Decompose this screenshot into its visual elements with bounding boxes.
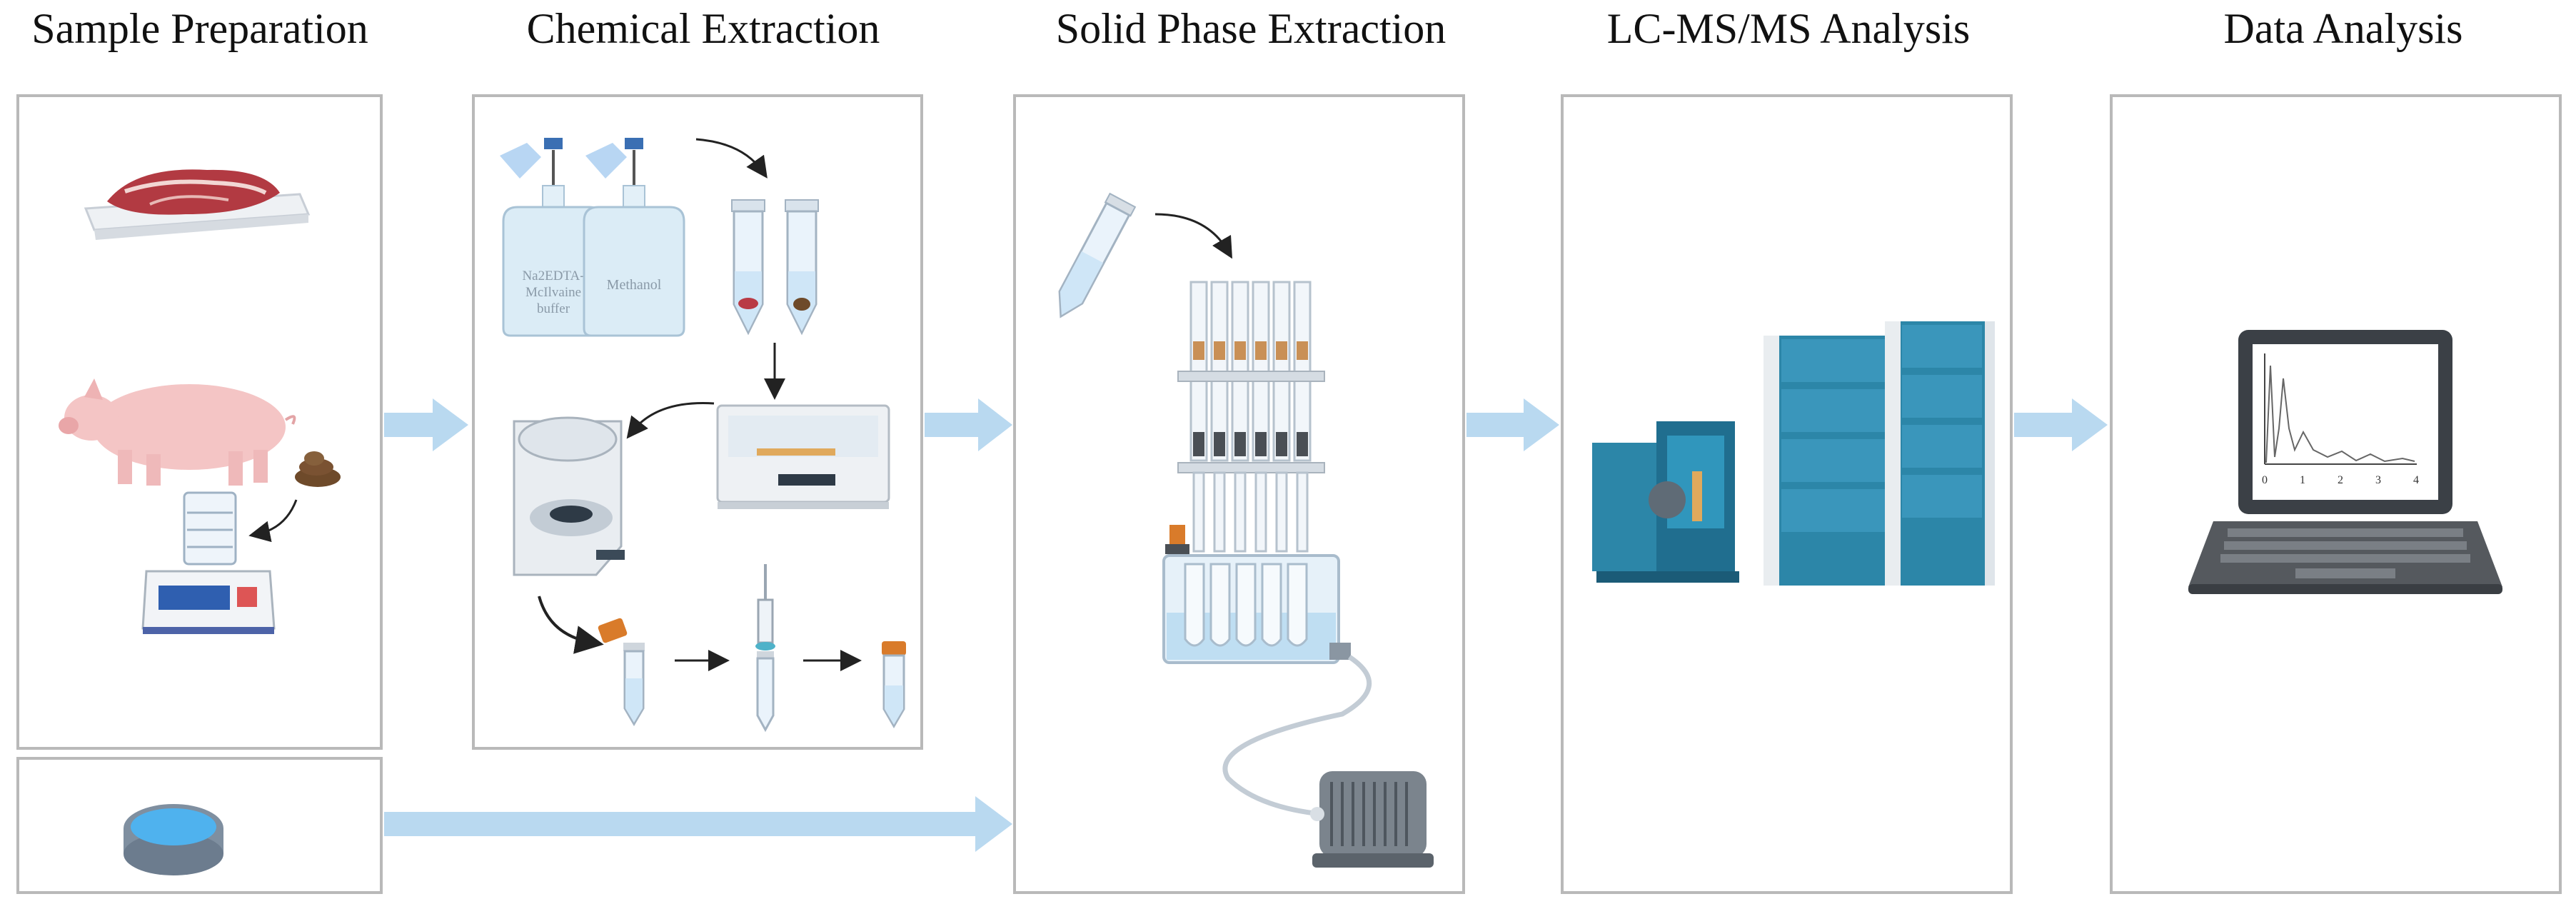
flow-arrow-3 <box>1466 398 1559 451</box>
chart-tick-0: 0 <box>2262 474 2268 486</box>
flow-arrow-2 <box>925 398 1012 451</box>
feces-icon <box>295 451 341 487</box>
chart-tick-1: 1 <box>2300 474 2305 486</box>
laptop-icon <box>2188 330 2502 594</box>
vacuum-pump-icon <box>1310 771 1434 868</box>
chart-tick-3: 3 <box>2375 474 2381 486</box>
flow-arrow-4 <box>2014 398 2108 451</box>
bottle-label-1-line1: Na2EDTA- <box>522 268 584 283</box>
centrifuge-tube-icon <box>882 641 906 728</box>
flow-arrow-water <box>384 796 1012 852</box>
syringe-filter-icon <box>755 564 775 733</box>
pipette-icon <box>500 138 563 187</box>
pipette-icon <box>585 138 643 187</box>
bottle-label-1-line2: McIlvaine <box>525 285 581 300</box>
shaker-icon <box>716 404 890 509</box>
centrifuge-tube-icon <box>1058 192 1137 318</box>
title-solid-phase-extraction: Solid Phase Extraction <box>1055 5 1447 52</box>
spe-manifold-icon <box>1162 281 1351 664</box>
chromatogram-icon: 0 1 2 3 4 <box>2262 353 2419 486</box>
title-data-analysis: Data Analysis <box>2223 5 2463 52</box>
flow-arrow-1 <box>384 398 468 451</box>
bottle-label-1-line3: buffer <box>537 301 570 316</box>
bottle-icon: Methanol <box>583 185 685 337</box>
title-lcms-analysis: LC-MS/MS Analysis <box>1606 5 1971 52</box>
centrifuge-icon <box>513 416 625 576</box>
bottle-label-2: Methanol <box>607 277 662 293</box>
centrifuge-tube-icon <box>731 199 765 336</box>
centrifuge-tube-icon <box>598 618 645 726</box>
water-dish-icon <box>124 804 223 875</box>
title-chemical-extraction: Chemical Extraction <box>526 5 880 52</box>
pig-icon <box>59 378 296 486</box>
freeze-dryer-icon <box>141 491 276 634</box>
lc-ms-instrument-icon <box>1592 321 1995 586</box>
meat-tray-icon <box>84 169 311 240</box>
chart-tick-2: 2 <box>2338 474 2343 486</box>
title-sample-preparation: Sample Preparation <box>31 5 368 52</box>
chart-tick-4: 4 <box>2413 474 2419 486</box>
centrifuge-tube-icon <box>785 199 819 336</box>
